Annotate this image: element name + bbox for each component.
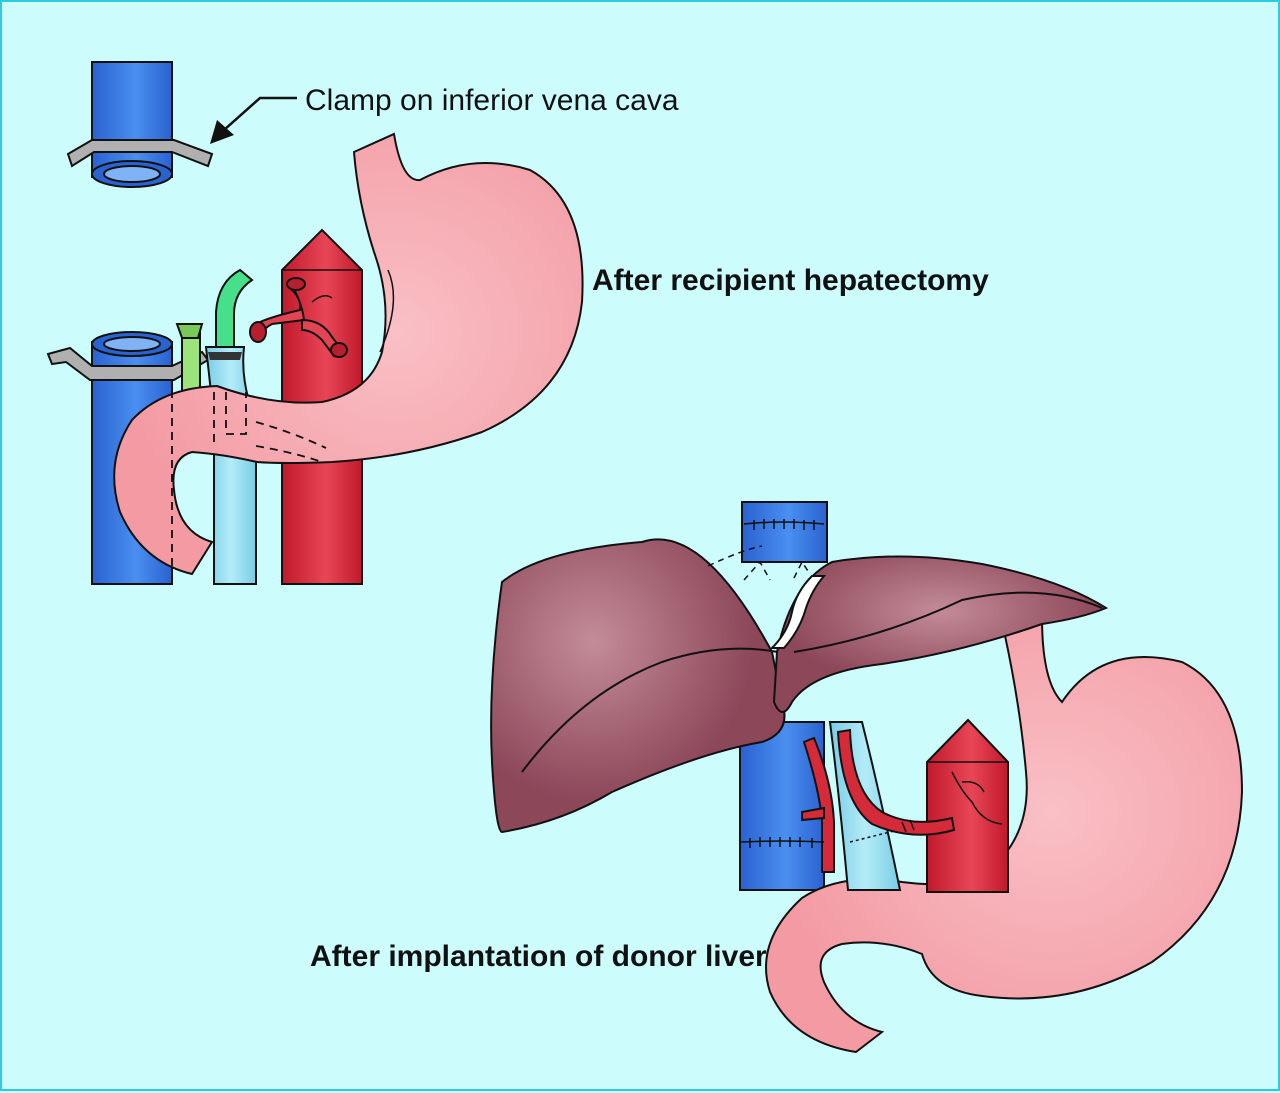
aorta-bottom: [926, 718, 1009, 893]
upper-vena-cava-stump: [91, 61, 173, 188]
portal-vein: [204, 346, 257, 585]
donor-liver: [490, 538, 1109, 834]
hepatectomy-label: After recipient hepatectomy: [592, 264, 989, 297]
upper-vena-cava-clamp: [66, 139, 214, 168]
clamp-label-arrow: [210, 96, 297, 144]
hepatectomy-illustration: Clamp on inferior vena cava After recipi…: [46, 61, 989, 585]
celiac-trunk: [249, 277, 348, 358]
stomach-top: [113, 132, 584, 576]
implantation-label: After implantation of donor liver: [310, 940, 767, 973]
anastomosis-sutures: [739, 519, 915, 848]
hepatic-artery: [801, 728, 956, 873]
clamp-label: Clamp on inferior vena cava: [305, 84, 679, 117]
bile-duct: [175, 323, 204, 393]
hidden-vessel-lines: [171, 390, 327, 584]
implantation-illustration: After implantation of donor liver: [310, 501, 1244, 1054]
bypass-tube: [215, 268, 254, 348]
